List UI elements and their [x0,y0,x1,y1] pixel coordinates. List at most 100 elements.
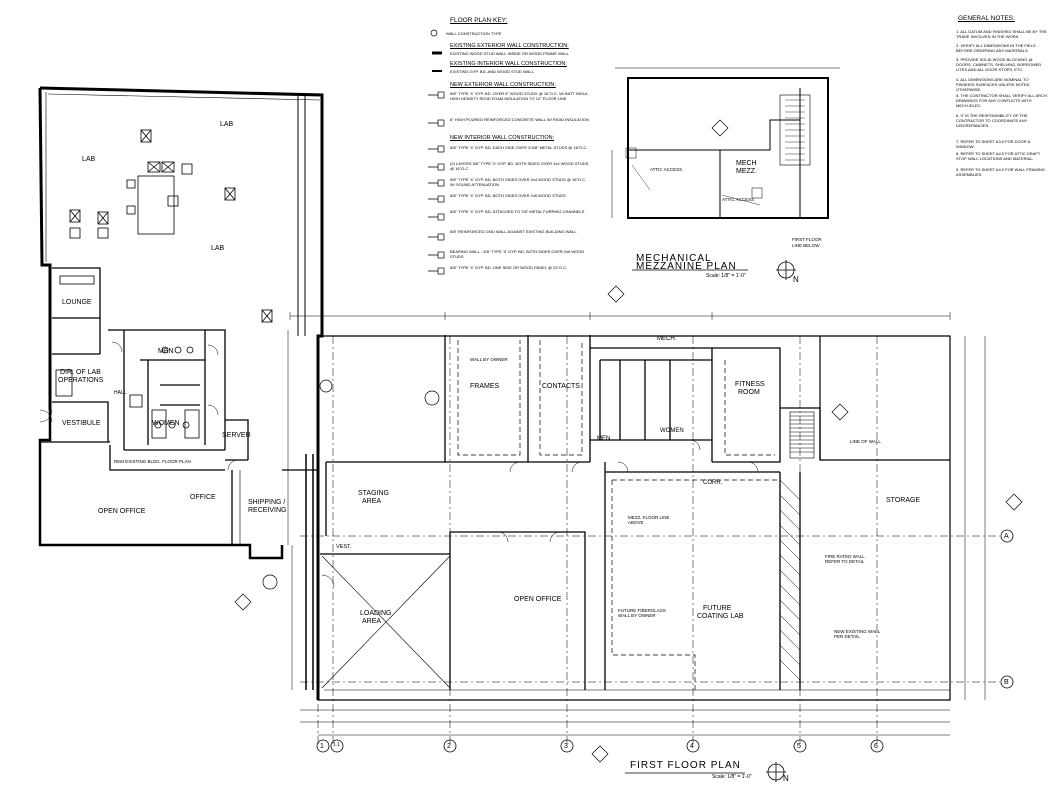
room-label-storage: STORAGE [886,497,921,504]
room-label-lab: LAB [82,156,96,163]
general-note-item: 1. ALL DATUM AND FINISHED SHALL BE BY TH… [956,29,1047,39]
mezzanine-outline-dashed [457,340,778,690]
room-label-contacts: CONTACTS [542,383,580,390]
grid-lines [300,336,1000,745]
key-wall-type: WALL CONSTRUCTION TYPE [446,31,502,36]
stair-symbol [789,411,815,459]
general-note-item: 2. VERIFY ALL DIMENSIONS IN THE FIELD BE… [956,43,1036,53]
floor-plan-key-symbols [428,29,445,275]
key-new-interior-heading: NEW INTERIOR WALL CONSTRUCTION: [450,135,555,141]
room-label-shipping: RECEIVING [248,507,287,514]
lab-furniture [55,129,273,439]
room-label-dir-lab-ops: OPERATIONS [58,377,104,384]
dimension-lines [287,312,986,736]
grid-label: 5 [797,743,801,750]
plan-note: ATTIC ACCESS [650,167,683,172]
key-new-exterior-heading: NEW EXTERIOR WALL CONSTRUCTION: [450,82,556,88]
room-label-corr: CORR. [703,480,723,486]
plan-note: FIRE RATED WALL REFER TO DETAIL [825,554,865,564]
room-label-staging: STAGING [358,490,389,497]
mezzanine-plan-scale: Scale: 1/8" = 1'-0" [706,273,746,279]
room-label-open-office: OPEN OFFICE [514,596,562,603]
key-new-exterior-text: 5/8" TYPE 'X' GYP. BD. OVER 6" WOOD STUD… [450,91,589,101]
plan-note: LINE OF WALL [850,439,881,444]
room-label-mech: MECH. [657,336,677,342]
room-label-lab: LAB [211,245,225,252]
grid-label: 4 [690,743,694,750]
room-label-lab: LAB [220,121,234,128]
general-notes-heading: GENERAL NOTES: [958,15,1015,22]
general-note-item: 7. REFER TO SHEET A3.0 FOR DOOR & WINDOW… [956,139,1031,149]
room-label-mech-mezz: MECH [736,160,757,167]
key-existing-exterior-heading: EXISTING EXTERIOR WALL CONSTRUCTION: [450,43,569,49]
key-new-exterior-text2: 6" HIGH POURED REINFORCED CONCRETE WALL … [450,117,589,122]
room-label-vest: VEST. [336,544,352,550]
room-label-future-lab: FUTURE [703,605,732,612]
key-new-interior-item: 5/8" TYPE 'X' GYP. BD. ATTACHED TO 7/8" … [450,209,585,214]
room-label-shipping: SHIPPING / [248,499,286,506]
door-swings [39,341,759,588]
north-arrow-first-floor [766,762,786,782]
key-new-interior-item: 5/8" TYPE 'X' GYP. BD. ONE SIDE OR WOOD … [450,265,568,270]
grid-label: 6 [874,743,878,750]
room-label-loading: AREA [362,618,382,625]
mezzanine-plan-title-line2: MEZZANINE PLAN [636,261,737,272]
mezzanine-plan [611,67,840,219]
key-existing-exterior-text: EXISTING WOOD STUD WALL INSIDE OR WOOD F… [450,51,569,56]
general-note-item: 9. REFER TO SHEET A4.0 FOR WALL FRAMING … [956,167,1045,177]
first-floor-plan-scale: Scale: 1/8" = 1'-0" [712,774,752,780]
room-label-men: MEN [597,436,611,442]
room-label-men: MEN [158,348,174,355]
first-floor-plan-title: FIRST FLOOR PLAN [630,760,741,771]
plan-note: REM EXISTING BLDG. FLOOR PLAN [114,459,191,464]
grid-label: A [1004,533,1009,540]
general-note-item: 5. THE CONTRACTOR SHALL VERIFY ALL ARCH.… [956,93,1048,108]
room-label-vestibule: VESTIBULE [62,420,101,427]
plan-note: FUTURE FIBERGLASS WALL BY OWNER [618,608,666,618]
north-label-mezzanine: N [793,275,799,284]
room-label-open-office: OPEN OFFICE [98,508,146,515]
room-label-loading: LOADING [360,610,392,617]
key-existing-interior-heading: EXISTING INTERIOR WALL CONSTRUCTION: [450,61,567,67]
room-label-fitness: FITNESS [735,381,765,388]
key-new-interior-item: (2) LAYERS 5/8" TYPE 'X' GYP. BD. BOTH S… [450,161,589,171]
grid-label: 1 [320,743,324,750]
north-label-first-floor: N [783,774,789,783]
key-new-interior-item: 5/8" TYPE 'X' GYP. BD. EACH SIDE OVER 3-… [450,145,588,150]
room-label-lounge: LOUNGE [62,299,92,306]
plan-note: LINE BELOW [792,243,820,248]
new-interior-walls [320,335,821,690]
plan-note: FIRST FLOOR [792,237,822,242]
section-markers [234,119,1023,763]
room-label-women: WOMEN [660,428,684,434]
room-label-frames: FRAMES [470,383,500,390]
grid-label: 3 [564,743,568,750]
grid-bubbles [316,529,1014,753]
key-existing-interior-text: EXISTING GYP. BD. AND WOOD STUD WALL [450,69,534,74]
plan-note: ATTIC ACCESS [722,197,755,202]
loading-area-x [321,555,451,689]
existing-interior-walls [40,267,318,545]
fire-rated-wall-hatch [779,479,801,681]
room-label-dir-lab-ops: DIR. OF LAB [60,369,101,376]
grid-label: 1.1 [333,742,340,748]
room-label-fitness: ROOM [738,389,760,396]
room-label-staging: AREA [362,498,382,505]
room-label-hall: HALL [114,390,127,396]
key-new-interior-item: 5/8" TYPE 'X' GYP. BD. BOTH SIDES OVER 2… [450,177,587,187]
key-new-interior-item: BEARING WALL - 5/8" TYPE 'X' GYP. BD. BO… [450,249,585,259]
room-label-office: OFFICE [190,494,216,501]
room-label-future-lab: COATING LAB [697,613,744,620]
general-note-item: 6. IT IS THE RESPONSIBILITY OF THE CONTR… [956,113,1028,128]
room-label-mech-mezz: MEZZ. [736,168,757,175]
plan-note: NEW EXISTING WALL PER DETAIL [834,629,880,639]
key-new-interior-item: 5/8" REINFORCED CMU WALL AGAINST EXISTIN… [450,229,577,234]
general-note-item: 3. PROVIDE SOLID WOOD BLOCKING @ DOORS, … [956,57,1042,72]
plan-note: MEZZ. FLOOR LINE ABOVE [628,515,670,525]
grid-label: 2 [447,743,451,750]
room-label-server: SERVER [222,432,251,439]
floor-plan-key-heading: FLOOR PLAN KEY: [450,17,508,24]
general-note-item: 8. REFER TO SHEET A4.0 FOR ATTIC DRAFT S… [956,151,1041,161]
plan-note: WALL BY OWNER [470,357,508,362]
